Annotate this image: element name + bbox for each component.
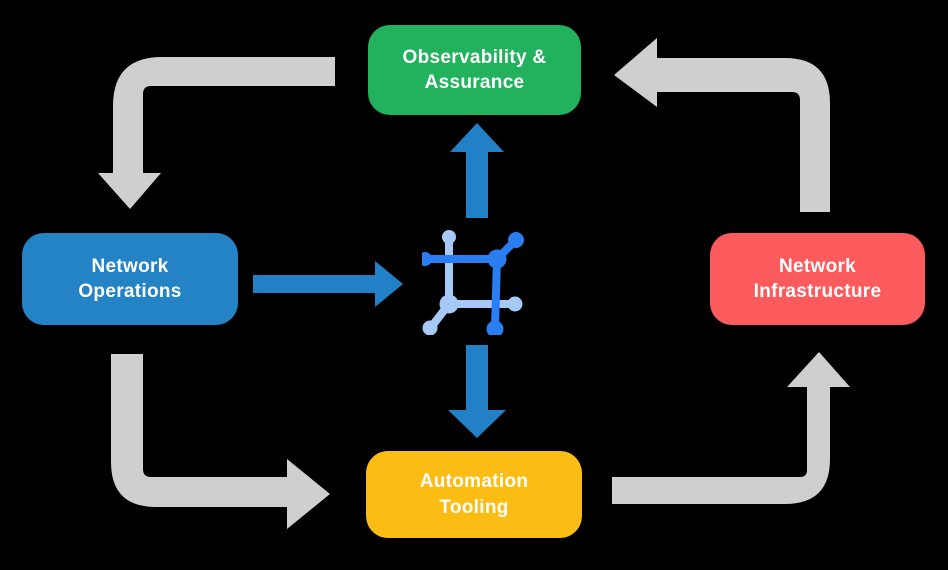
flow-arrow-left-to-center [253, 261, 403, 307]
node-network-operations-label: Network Operations [78, 255, 182, 302]
node-automation-tooling-label: Automation Tooling [419, 471, 529, 518]
network-automation-icon [422, 230, 524, 335]
node-network-infrastructure: Network Infrastructure [710, 233, 925, 325]
node-network-operations: Network Operations [22, 233, 238, 325]
node-observability-assurance-label: Observability & Assurance [402, 46, 547, 93]
cycle-arrow-top-right [614, 38, 830, 212]
node-network-infrastructure-label: Network Infrastructure [753, 255, 882, 302]
cycle-arrow-bottom-right [612, 352, 850, 504]
cycle-arrow-top-left [98, 57, 335, 209]
node-automation-tooling: Automation Tooling [366, 451, 582, 538]
flow-arrow-center-to-bottom [448, 345, 506, 438]
flow-arrow-center-to-top [450, 123, 504, 218]
cycle-arrow-bottom-left [111, 354, 330, 529]
node-observability-assurance: Observability & Assurance [368, 25, 581, 115]
